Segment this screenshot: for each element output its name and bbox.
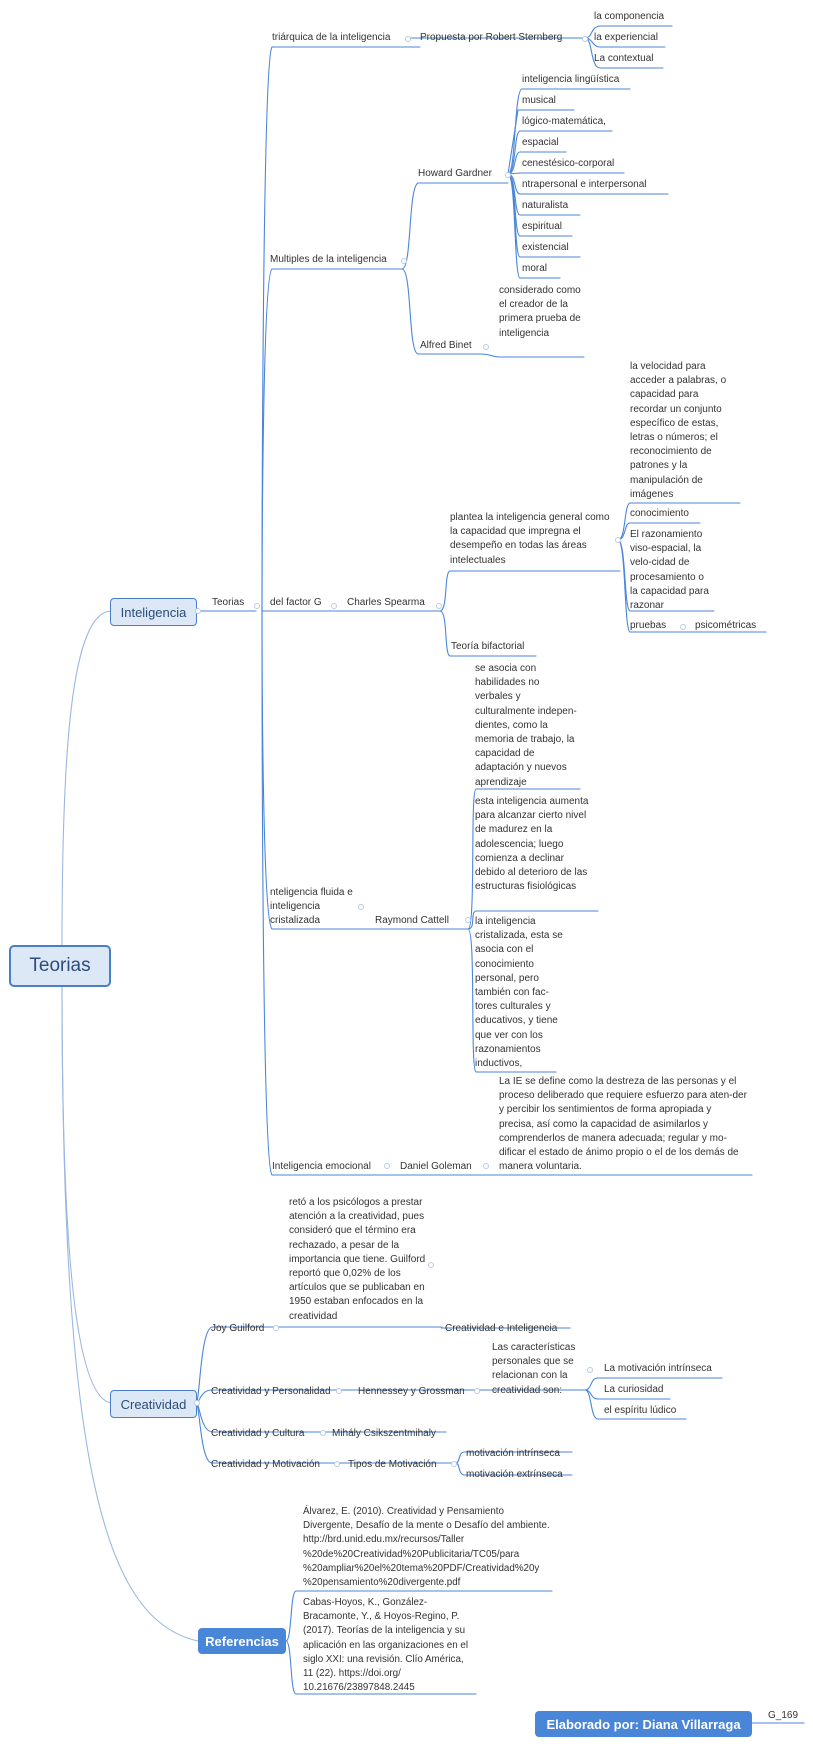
connector-dot: [331, 603, 337, 609]
personalidad-label: Creatividad y Personalidad: [211, 1386, 331, 1397]
spearman-label: Charles Spearma: [347, 597, 425, 608]
fluida-label: nteligencia fluida e inteligencia crista…: [270, 887, 353, 927]
gardner-item: musical: [522, 95, 556, 106]
motivacion-label: Creatividad y Motivación: [211, 1459, 320, 1470]
personalidad-item: La curiosidad: [604, 1384, 664, 1395]
guilford-desc: retó a los psicólogos a prestar atención…: [289, 1197, 426, 1322]
connector-dot: [334, 1461, 340, 1467]
connector-dot: [582, 36, 588, 42]
goleman-label: Daniel Goleman: [400, 1161, 472, 1172]
connector-dot: [320, 1430, 326, 1436]
connector-dot: [451, 1461, 457, 1467]
gardner-item: existencial: [522, 242, 569, 253]
motivacion-item: motivación extrínseca: [466, 1469, 563, 1480]
referencias-node[interactable]: Referencias: [198, 1628, 286, 1654]
connector-dot: [336, 1388, 342, 1394]
sternberg-label: Propuesta por Robert Sternberg: [420, 32, 563, 43]
inteligencia-node[interactable]: Inteligencia: [110, 598, 197, 626]
bifactorial-label: Teoría bifactorial: [451, 641, 525, 652]
reference-item: Cabas-Hoyos, K., González-Bracamonte, Y.…: [303, 1597, 469, 1694]
connector-dot: [436, 603, 442, 609]
triarquica-item: la componencia: [594, 11, 665, 22]
hennessey-label: Hennessey y Grossman: [358, 1386, 465, 1397]
creatividad-node[interactable]: Creatividad: [110, 1390, 197, 1418]
connector-dot: [587, 1367, 593, 1373]
connector-dot: [405, 36, 411, 42]
personalidad-item: La motivación intrínseca: [604, 1363, 712, 1374]
triarquica-item: La contextual: [594, 53, 654, 64]
razonamiento-desc: El razonamiento viso-espacial, la velo-c…: [630, 529, 709, 612]
root-node[interactable]: Teorias: [9, 945, 111, 987]
connector-dot: [483, 344, 489, 350]
connector-dot: [615, 537, 621, 543]
connector-dot: [358, 904, 364, 910]
tipos-motivacion-label: Tipos de Motivación: [348, 1459, 437, 1470]
gardner-item: espacial: [522, 137, 559, 148]
connector-dot: [254, 603, 260, 609]
gardner-item: cenestésico-corporal: [522, 158, 615, 169]
teorias-label: Teorias: [212, 597, 245, 608]
connector-dot: [195, 608, 201, 614]
cristalizada-desc: la inteligencia cristalizada, esta se as…: [475, 916, 563, 1070]
multiples-label: Multiples de la inteligencia: [270, 254, 387, 265]
gardner-item: ntrapersonal e interpersonal: [522, 179, 647, 190]
pruebas-label: pruebas: [630, 620, 667, 631]
triarquica-item: la experiencial: [594, 32, 658, 43]
connector-dot: [384, 1163, 390, 1169]
author-node[interactable]: Elaborado por: Diana Villarraga: [535, 1711, 752, 1737]
connector-dot: [505, 172, 511, 178]
csikszentmihaly-label: Mihály Csikszentmihaly: [332, 1428, 436, 1439]
binet-desc: considerado como el creador de la primer…: [499, 285, 581, 339]
gardner-item: lógico-matemática,: [522, 116, 606, 127]
gardner-item: inteligencia lingüística: [522, 74, 620, 85]
madurez-desc: esta inteligencia aumenta para alcanzar …: [475, 796, 589, 893]
goleman-desc: La IE se define como la destreza de las …: [499, 1076, 747, 1173]
cattell-label: Raymond Cattell: [375, 915, 449, 926]
psicometricas-label: psicométricas: [695, 620, 757, 631]
guilford-label: Joy Guilford: [211, 1323, 265, 1334]
connector-dot: [273, 1325, 279, 1331]
connector-dot: [465, 917, 471, 923]
connector-dot: [483, 1163, 489, 1169]
connector-dot: [428, 1262, 434, 1268]
connector-dot: [401, 258, 407, 264]
connector-dot: [680, 624, 686, 630]
gardner-label: Howard Gardner: [418, 168, 492, 179]
cultura-label: Creatividad y Cultura: [211, 1428, 305, 1439]
author-code: G_169: [768, 1710, 799, 1721]
plantea-desc: plantea la inteligencia general como la …: [450, 512, 610, 566]
gardner-item: espiritual: [522, 221, 563, 232]
fluida-desc: se asocia con habilidades no verbales y …: [475, 663, 577, 788]
gardner-item: moral: [522, 263, 548, 274]
conocimiento-label: conocimiento: [630, 508, 689, 519]
emocional-label: Inteligencia emocional: [272, 1161, 371, 1172]
personalidad-item: el espíritu lúdico: [604, 1405, 677, 1416]
motivacion-item: motivación intrínseca: [466, 1448, 560, 1459]
reference-item: Álvarez, E. (2010). Creatividad y Pensam…: [303, 1506, 550, 1589]
triarquica-label: triárquica de la inteligencia: [272, 32, 391, 43]
factor-g-label: del factor G: [270, 597, 322, 608]
creatividad-inteligencia-label: Creatividad e Inteligencia: [445, 1323, 558, 1334]
connector-dot: [194, 1400, 200, 1406]
connector-dot: [474, 1388, 480, 1394]
gardner-item: naturalista: [522, 200, 569, 211]
personalidad-desc: Las características personales que se re…: [492, 1342, 576, 1396]
binet-label: Alfred Binet: [420, 340, 472, 351]
velocidad-desc: la velocidad para acceder a palabras, o …: [630, 361, 727, 500]
